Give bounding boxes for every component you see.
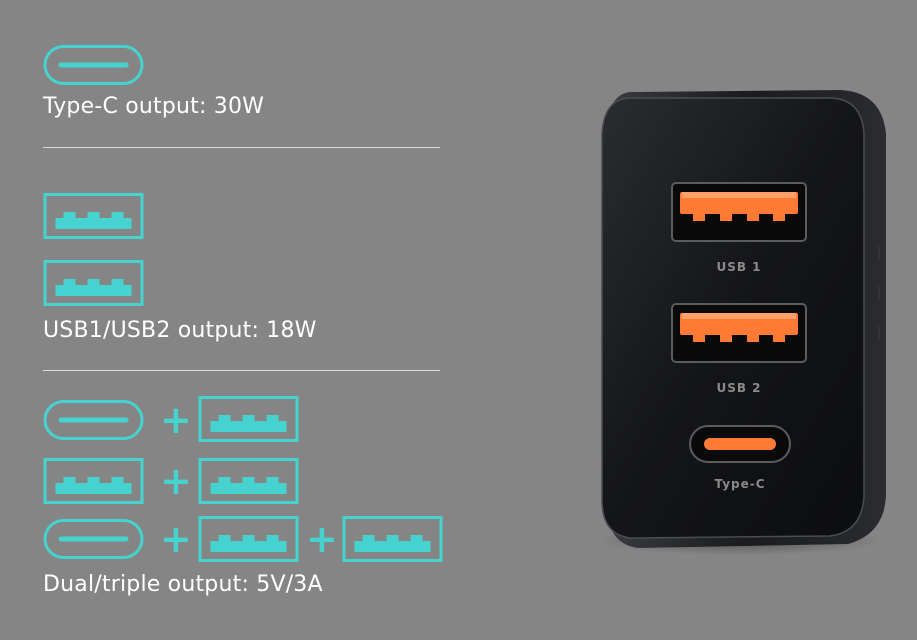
usb-a-port-icon	[43, 193, 144, 239]
usb-c-port-icon	[43, 400, 144, 440]
plus-icon: +	[160, 459, 192, 503]
usb-c-port-icon	[43, 45, 144, 85]
port-label-usb2: USB 2	[716, 381, 762, 395]
charger-device: USB 1 USB 2 Type-C	[590, 86, 890, 556]
plus-icon: +	[306, 517, 338, 561]
usb-output-caption: USB1/USB2 output: 18W	[43, 318, 317, 343]
plus-icon: +	[160, 398, 192, 442]
plus-icon: +	[160, 517, 192, 561]
usb-a-port-icon	[198, 516, 299, 562]
dual-output-caption: Dual/triple output: 5V/3A	[43, 572, 323, 597]
section-divider	[43, 370, 440, 371]
type-c-output-caption: Type-C output: 30W	[43, 94, 265, 119]
usb-a-port-icon	[198, 458, 299, 504]
usb-c-port-icon	[43, 519, 144, 559]
usb-a-port-icon	[342, 516, 443, 562]
usb-a-port-icon	[43, 458, 144, 504]
port-label-type-c: Type-C	[714, 477, 766, 491]
usb-a-port-icon	[198, 396, 299, 442]
section-divider	[43, 147, 440, 148]
port-label-usb1: USB 1	[716, 260, 762, 274]
usb-a-port-icon	[43, 260, 144, 306]
